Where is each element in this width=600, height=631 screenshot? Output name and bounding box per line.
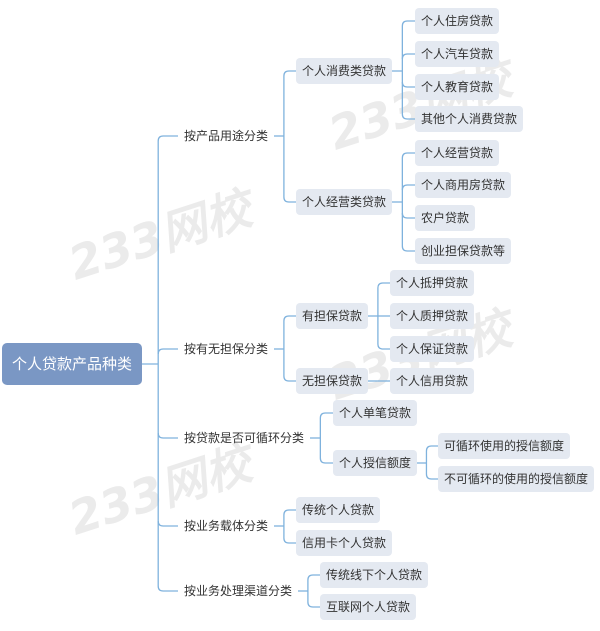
connector: [157, 432, 178, 439]
category-by-carrier[interactable]: 按业务载体分类: [184, 519, 269, 533]
connector: [377, 282, 390, 289]
business-item-node[interactable]: 个人经营贷款: [415, 140, 500, 166]
connector: [283, 509, 296, 516]
connector: [283, 196, 296, 203]
single-loan-node[interactable]: 个人单笔贷款: [333, 400, 418, 426]
secured-item-node[interactable]: 个人质押贷款: [390, 303, 475, 329]
channel-item-node[interactable]: 互联网个人贷款: [320, 594, 417, 620]
unsecured-loan-node[interactable]: 无担保贷款: [296, 368, 369, 394]
consumer-item-node[interactable]: 其他个人消费贷款: [415, 106, 524, 132]
connector: [319, 412, 333, 419]
connector: [157, 585, 178, 592]
credit-line-item-node[interactable]: 可循环使用的授信额度: [438, 433, 571, 459]
connector: [307, 574, 320, 581]
connector: [401, 53, 415, 60]
consumer-item-node[interactable]: 个人汽车贷款: [415, 41, 500, 67]
connector: [401, 184, 415, 191]
connector: [283, 537, 296, 544]
root-node[interactable]: 个人贷款产品种类: [2, 343, 143, 385]
connector: [283, 315, 296, 322]
connector: [401, 20, 415, 27]
connector: [319, 457, 333, 464]
consumer-item-node[interactable]: 个人教育贷款: [415, 74, 500, 100]
unsecured-item-node[interactable]: 个人信用贷款: [390, 368, 475, 394]
secured-loan-node[interactable]: 有担保贷款: [296, 303, 369, 329]
business-item-node[interactable]: 农户贷款: [415, 205, 476, 231]
connector: [157, 348, 178, 355]
secured-item-node[interactable]: 个人抵押贷款: [390, 270, 475, 296]
carrier-item-node[interactable]: 传统个人贷款: [296, 497, 381, 523]
credit-line-item-node[interactable]: 不可循环的使用的授信额度: [438, 466, 595, 492]
connector: [157, 520, 178, 527]
connector: [401, 152, 415, 159]
category-by-channel[interactable]: 按业务处理渠道分类: [184, 584, 293, 598]
business-item-node[interactable]: 个人商用房贷款: [415, 172, 512, 198]
connector: [425, 445, 438, 452]
consumer-loan-node[interactable]: 个人消费类贷款: [296, 58, 393, 84]
secured-item-node[interactable]: 个人保证贷款: [390, 336, 475, 362]
channel-item-node[interactable]: 传统线下个人贷款: [320, 562, 429, 588]
category-by-use[interactable]: 按产品用途分类: [184, 129, 269, 143]
connector: [283, 70, 296, 77]
connector: [401, 81, 415, 88]
connector: [307, 601, 320, 608]
connector: [401, 212, 415, 219]
credit-line-node[interactable]: 个人授信额度: [333, 450, 418, 476]
connector: [425, 473, 438, 480]
carrier-item-node[interactable]: 信用卡个人贷款: [296, 530, 393, 556]
business-item-node[interactable]: 创业担保贷款等: [415, 238, 512, 264]
category-by-guarantee[interactable]: 按有无担保分类: [184, 342, 269, 356]
connector: [377, 343, 390, 350]
category-by-revolving[interactable]: 按贷款是否可循环分类: [184, 431, 305, 445]
connector: [283, 375, 296, 382]
business-loan-node[interactable]: 个人经营类贷款: [296, 189, 393, 215]
connector: [401, 113, 415, 120]
connector: [401, 245, 415, 252]
connector: [157, 135, 178, 142]
consumer-item-node[interactable]: 个人住房贷款: [415, 8, 500, 34]
